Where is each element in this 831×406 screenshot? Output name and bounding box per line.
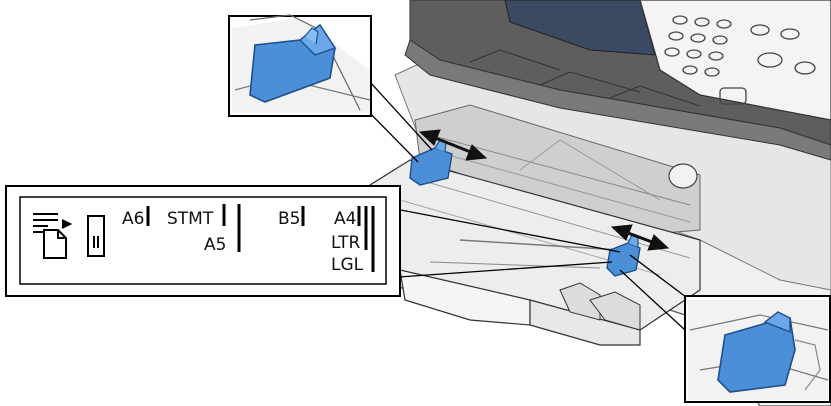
power-button <box>668 163 698 189</box>
size-stmt: STMT <box>167 209 214 229</box>
size-a4: A4 <box>334 209 356 229</box>
zoom-callout-right-guide <box>684 295 831 403</box>
size-a6: A6 <box>122 209 144 229</box>
operation-panel <box>404 0 831 189</box>
zoom-callout-left-guide <box>228 14 372 117</box>
panel-display <box>504 0 656 56</box>
keypad-keys <box>664 15 816 105</box>
size-ltr: LTR <box>331 233 361 253</box>
paper-feed-icon <box>33 213 73 259</box>
callout-line-size <box>384 206 621 253</box>
size-lgl: LGL <box>331 255 364 275</box>
paper-size-guide: A6 STMT A5 B5 A4 LTR LGL <box>5 185 401 297</box>
multi-purpose-tray <box>359 159 701 346</box>
size-b5: B5 <box>278 209 300 229</box>
slide-arrows <box>418 129 670 251</box>
callout-line-top <box>369 81 433 151</box>
paper-orientation-icon <box>87 215 105 257</box>
size-a5: A5 <box>204 235 226 255</box>
callout-line-bottom <box>629 254 691 301</box>
size-markers <box>146 204 375 272</box>
